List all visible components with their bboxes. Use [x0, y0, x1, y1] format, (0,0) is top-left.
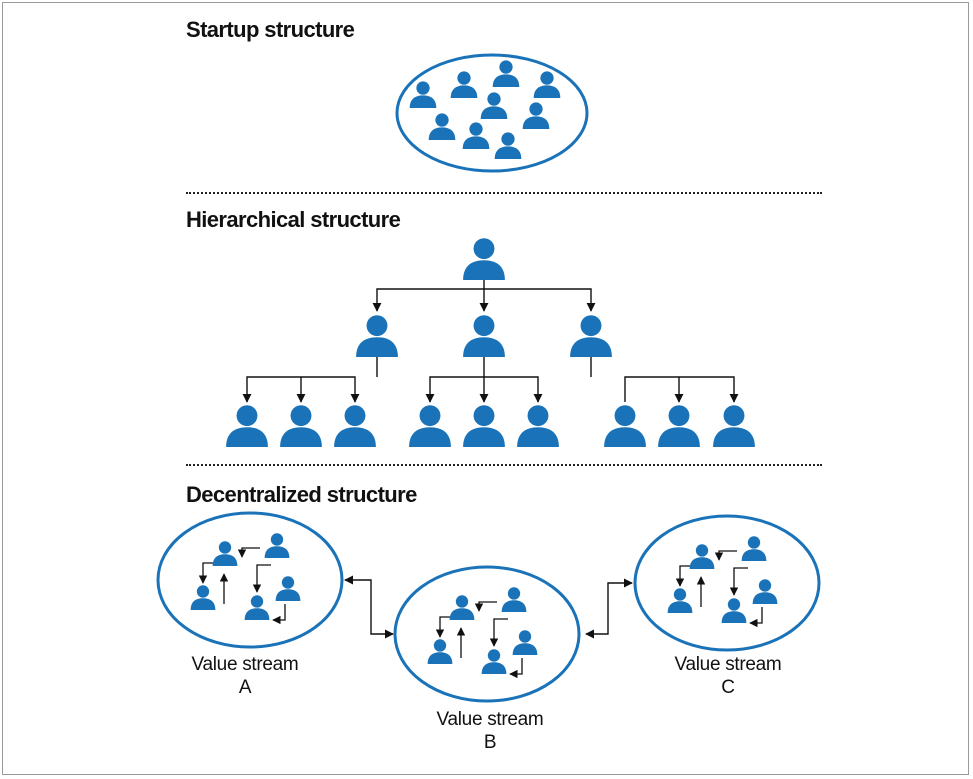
person-icon	[356, 315, 398, 357]
person-icon	[427, 639, 453, 664]
person-icon	[449, 595, 475, 620]
person-icon	[280, 405, 322, 447]
person-icon	[480, 92, 508, 119]
value-stream-label-text: Value stream	[436, 709, 544, 730]
person-icon	[570, 315, 612, 357]
person-icon	[689, 544, 715, 569]
person-icon	[409, 81, 437, 108]
person-icon	[409, 405, 451, 447]
person-icon	[658, 405, 700, 447]
person-icon	[533, 71, 561, 98]
person-icon	[741, 536, 767, 561]
person-icon	[463, 405, 505, 447]
person-icon	[462, 122, 490, 149]
value-stream-c	[633, 514, 821, 652]
value-stream-a-label: Value stream A	[175, 653, 315, 699]
person-icon	[517, 405, 559, 447]
value-stream-label-text: Value stream	[674, 654, 782, 675]
person-icon	[334, 405, 376, 447]
person-icon	[667, 588, 693, 613]
value-stream-b	[393, 565, 581, 703]
person-icon	[494, 132, 522, 159]
startup-structure-title: Startup structure	[186, 17, 355, 42]
value-stream-c-label: Value stream C	[658, 653, 798, 699]
value-stream-letter: B	[483, 732, 497, 753]
person-icon	[604, 405, 646, 447]
person-icon	[463, 238, 505, 280]
person-icon	[501, 587, 527, 612]
person-icon	[450, 71, 478, 98]
value-stream-connectors	[344, 575, 633, 639]
value-stream-ellipse	[633, 514, 821, 652]
person-icon	[713, 405, 755, 447]
person-icon	[190, 585, 216, 610]
person-icon	[752, 579, 778, 604]
person-icon	[275, 576, 301, 601]
person-icon	[264, 533, 290, 558]
person-icon	[481, 649, 507, 674]
hierarchical-structure-title: Hierarchical structure	[186, 207, 401, 232]
value-stream-ellipse	[393, 565, 581, 703]
section-divider	[186, 464, 822, 466]
person-icon	[492, 60, 520, 87]
startup-ellipse	[395, 53, 589, 173]
value-stream-b-label: Value stream B	[420, 708, 560, 754]
startup-group	[395, 53, 589, 173]
person-icon	[512, 630, 538, 655]
person-icon	[226, 405, 268, 447]
value-stream-ellipse	[156, 511, 344, 649]
value-stream-a	[156, 511, 344, 649]
person-icon	[522, 102, 550, 129]
person-icon	[463, 315, 505, 357]
person-icon	[721, 598, 747, 623]
person-icon	[428, 113, 456, 140]
person-icon	[244, 595, 270, 620]
section-divider	[186, 192, 822, 194]
hierarchy-group	[226, 238, 755, 447]
value-stream-letter: C	[721, 677, 735, 698]
person-icon	[212, 541, 238, 566]
decentralized-structure-title: Decentralized structure	[186, 482, 417, 507]
value-stream-letter: A	[238, 677, 252, 698]
value-stream-label-text: Value stream	[191, 654, 299, 675]
